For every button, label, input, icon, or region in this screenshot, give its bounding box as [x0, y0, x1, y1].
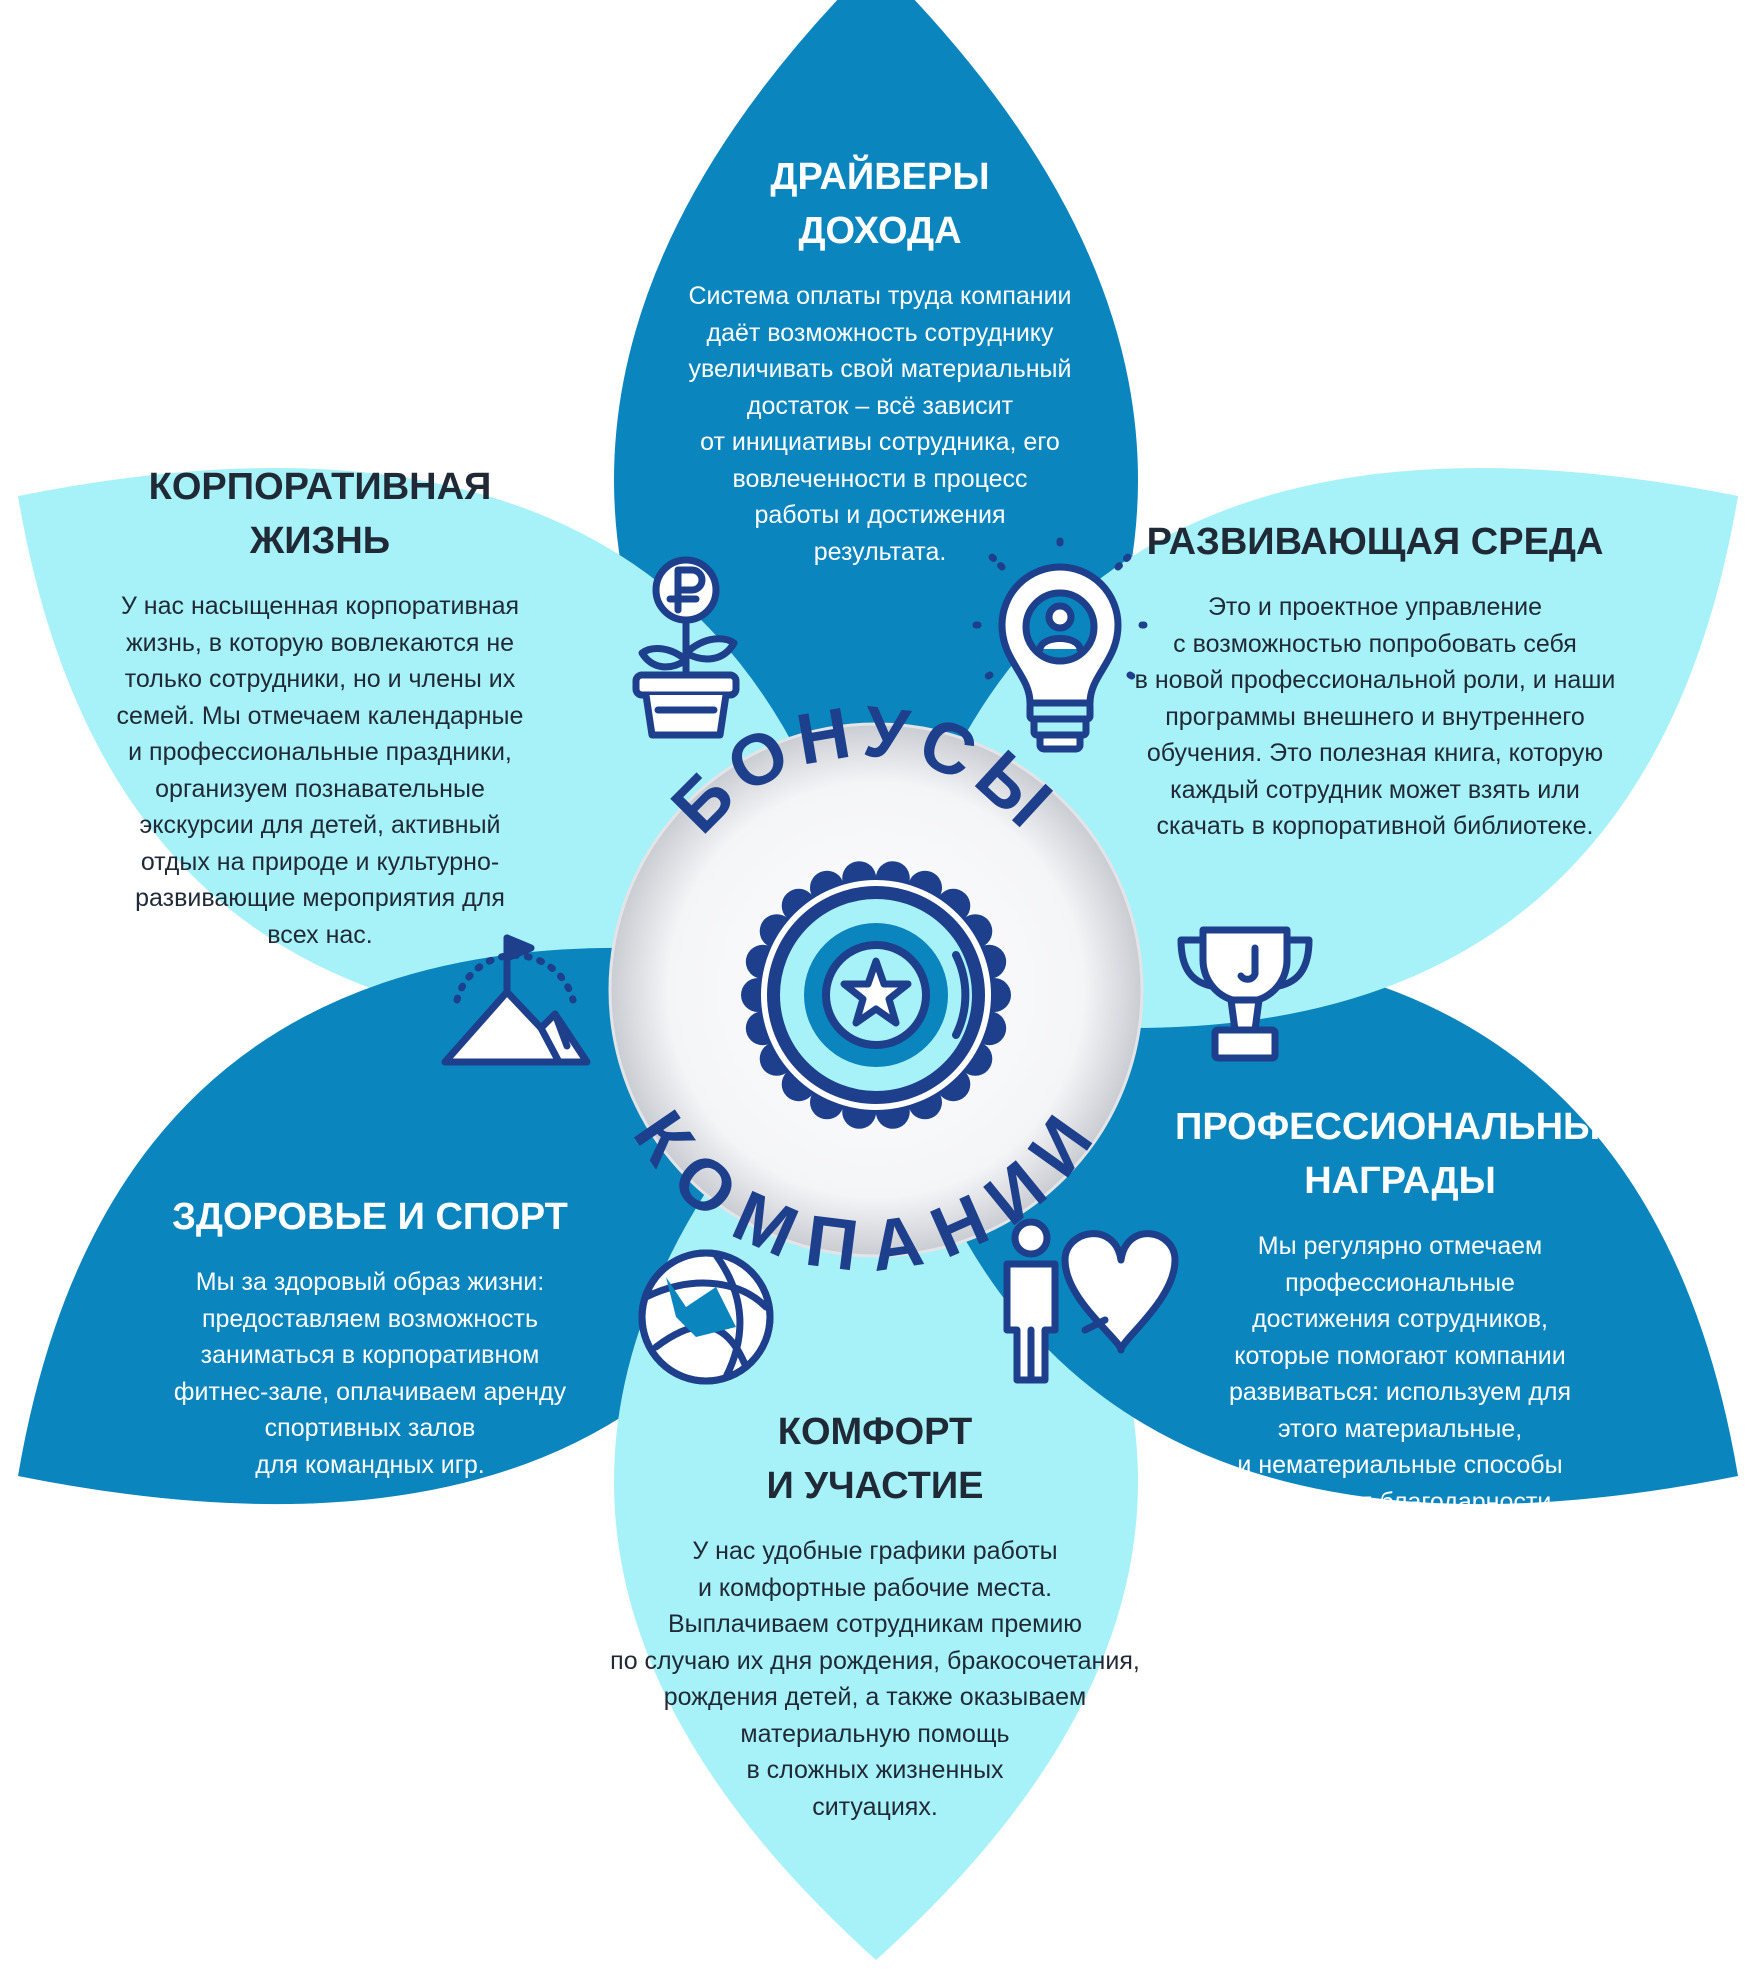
section-health-title: ЗДОРОВЬЕ И СПОРТ [172, 1196, 568, 1238]
ruble-plant-icon [632, 556, 740, 739]
section-comfort-title: КОМФОРТ И УЧАСТИЕ [766, 1411, 984, 1507]
section-health: ЗДОРОВЬЕ И СПОРТ Мы за здоровый образ жи… [155, 1190, 585, 1483]
section-awards-text: Мы регулярно отмечаем профессиональные д… [1228, 1232, 1572, 1516]
section-awards: ПРОФЕССИОНАЛЬНЫЕ НАГРАДЫ Мы регулярно от… [1175, 1100, 1626, 1520]
trophy-icon [1177, 926, 1313, 1062]
section-corporate-title: КОРПОРАТИВНАЯ ЖИЗНЬ [148, 466, 492, 562]
section-development: РАЗВИВАЮЩАЯ СРЕДА Это и проектное управл… [1105, 515, 1645, 845]
mountain-flag-icon [441, 934, 591, 1066]
lightbulb-person-icon [962, 527, 1158, 753]
section-income: ДРАЙВЕРЫ ДОХОДА Система оплаты труда ком… [600, 150, 1160, 570]
section-income-text: Система оплаты труда компании даёт возмо… [688, 282, 1072, 566]
section-development-text: Это и проектное управление с возможность… [1134, 593, 1616, 840]
badge-star-icon [741, 861, 1011, 1129]
person-heart-icon [1003, 1218, 1179, 1384]
section-income-title: ДРАЙВЕРЫ ДОХОДА [770, 156, 990, 252]
section-development-title: РАЗВИВАЮЩАЯ СРЕДА [1146, 521, 1604, 563]
volleyball-icon [638, 1249, 774, 1385]
center-disc-rim [608, 722, 1144, 1258]
section-corporate: КОРПОРАТИВНАЯ ЖИЗНЬ У нас насыщенная кор… [105, 460, 535, 953]
section-health-text: Мы за здоровый образ жизни: предоставляе… [173, 1268, 567, 1479]
section-comfort: КОМФОРТ И УЧАСТИЕ У нас удобные графики … [605, 1405, 1145, 1825]
section-awards-title: ПРОФЕССИОНАЛЬНЫЕ НАГРАДЫ [1175, 1106, 1626, 1202]
section-corporate-text: У нас насыщенная корпоративная жизнь, в … [116, 592, 524, 949]
section-comfort-text: У нас удобные графики работы и комфортны… [610, 1537, 1140, 1821]
